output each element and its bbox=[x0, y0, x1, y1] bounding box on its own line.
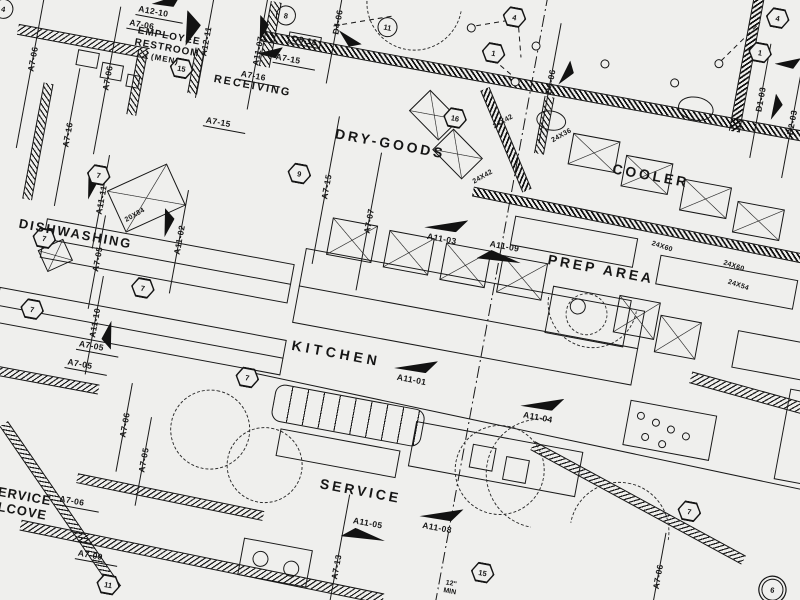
keynote-label: A11-11 bbox=[93, 184, 109, 216]
x-mark-icon bbox=[654, 315, 701, 359]
sink-x-rect bbox=[106, 163, 186, 233]
keynote-marker-hexagon: 9 bbox=[286, 162, 313, 186]
reference-arrow-icon bbox=[775, 57, 800, 69]
keynote-label: A11-08 bbox=[421, 519, 453, 536]
keynote-label: A7-05 bbox=[64, 356, 110, 376]
keynote-marker-circle: 6 bbox=[759, 576, 786, 600]
keynote-marker-hexagon: 11 bbox=[95, 573, 122, 597]
sink-x-rect bbox=[653, 314, 702, 360]
ceiling-device-circle bbox=[465, 22, 477, 33]
keynote-marker-hexagon: 1 bbox=[747, 40, 774, 64]
marker-number: 11 bbox=[103, 579, 113, 590]
keynote-label: A11-05 bbox=[352, 515, 384, 531]
keynote-label: A7-15 bbox=[319, 173, 334, 200]
keynote-label: A11-01 bbox=[396, 371, 428, 388]
marker-number: 1 bbox=[757, 47, 763, 58]
wall-segment bbox=[689, 371, 800, 418]
equipment-rect bbox=[75, 49, 100, 69]
dimension-label: 24X42 bbox=[471, 168, 494, 186]
keynote-marker-hexagon: 7 bbox=[234, 365, 261, 389]
keynote-label: A7-06 bbox=[117, 411, 132, 439]
keynote-marker-hexagon: 15 bbox=[469, 561, 496, 585]
marker-number: 7 bbox=[244, 372, 251, 383]
marker-number: 8 bbox=[283, 10, 289, 21]
keynote-label: D1-03 bbox=[753, 86, 768, 113]
equipment-rect bbox=[237, 537, 313, 588]
reference-arrow-icon bbox=[553, 60, 578, 87]
keynote-label: A7-05 bbox=[136, 446, 151, 474]
keynote-marker-hexagon: 4 bbox=[764, 6, 791, 30]
marker-number: 11 bbox=[382, 22, 393, 33]
min-clearance-note: 12"MIN bbox=[443, 579, 458, 596]
marker-number: 7 bbox=[29, 304, 36, 314]
wall-segment bbox=[22, 82, 54, 201]
x-mark-icon bbox=[733, 202, 784, 240]
marker-number: 7 bbox=[686, 506, 693, 517]
marker-number: 7 bbox=[95, 170, 102, 180]
keynote-label: A7-16 bbox=[60, 121, 75, 148]
note-line: MIN bbox=[442, 586, 457, 597]
keynote-marker-hexagon: 4 bbox=[501, 5, 528, 29]
room-label: SERVICE bbox=[319, 475, 403, 506]
x-mark-icon bbox=[497, 256, 547, 300]
keynote-marker-hexagon: 7 bbox=[19, 297, 46, 321]
sink-x-rect bbox=[495, 255, 549, 301]
marker-number: 4 bbox=[774, 13, 781, 23]
keynote-label: A7-13 bbox=[329, 553, 344, 581]
keynote-label: A7-15 bbox=[272, 50, 318, 71]
reference-arrow-icon bbox=[765, 93, 786, 121]
marker-number: 9 bbox=[296, 168, 303, 179]
marker-number: 4 bbox=[0, 4, 7, 14]
keynote-marker-hexagon: 7 bbox=[129, 276, 156, 300]
x-mark-icon bbox=[440, 243, 491, 288]
x-mark-icon bbox=[568, 133, 620, 172]
door-swing-arc bbox=[358, 0, 470, 59]
marker-number: 6 bbox=[769, 584, 776, 595]
marker-number: 15 bbox=[477, 567, 488, 578]
room-label: KITCHEN bbox=[290, 337, 382, 370]
keynote-label: A7-06 bbox=[650, 563, 666, 590]
ceiling-device-circle bbox=[669, 77, 680, 88]
keynote-label: A7-06 bbox=[25, 45, 40, 73]
keynote-marker-hexagon: 7 bbox=[85, 163, 112, 187]
marker-number: 1 bbox=[490, 48, 497, 58]
keynote-marker-hexagon: 16 bbox=[441, 106, 468, 130]
keynote-marker-hexagon: 7 bbox=[676, 499, 703, 523]
keynote-marker-hexagon: 1 bbox=[480, 41, 507, 65]
equipment-rect bbox=[125, 73, 141, 89]
sink-x-rect bbox=[731, 200, 785, 242]
keynote-label: A7-15 bbox=[202, 114, 248, 135]
marker-number: 16 bbox=[450, 112, 461, 124]
equipment-rect bbox=[731, 330, 800, 392]
keynote-marker-circle: 4 bbox=[0, 0, 16, 21]
dimension-label: 24X60 bbox=[650, 240, 674, 254]
marker-number: 4 bbox=[511, 12, 518, 22]
ceiling-device-circle bbox=[599, 58, 610, 69]
line-segment bbox=[518, 27, 522, 58]
marker-number: 7 bbox=[140, 283, 146, 293]
keynote-label: D4-06 bbox=[330, 8, 345, 36]
room-label-line: SERVICE bbox=[318, 475, 403, 507]
room-label-line: KITCHEN bbox=[290, 336, 383, 370]
wall-segment bbox=[728, 0, 765, 133]
sink-x-rect bbox=[439, 242, 492, 289]
